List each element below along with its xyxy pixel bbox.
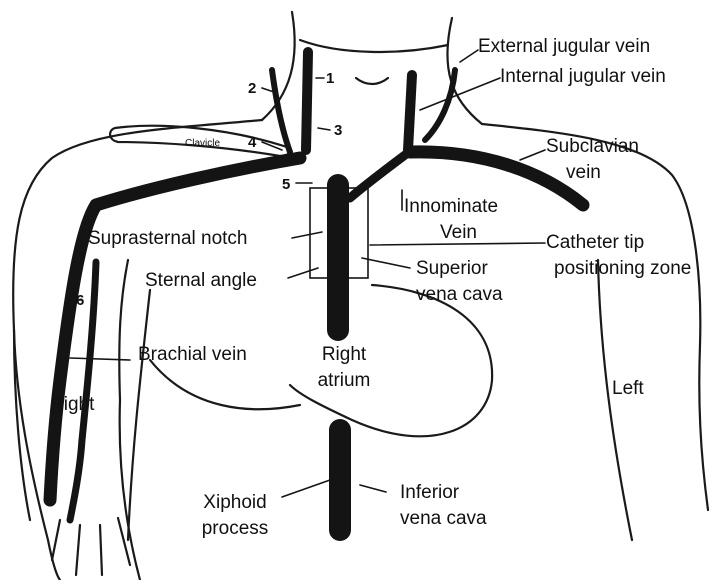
left-torso-side	[598, 260, 632, 540]
inferior-vena-cava-label-line2: vena cava	[400, 508, 487, 530]
subclavian-vein-label-line2: vein	[566, 162, 601, 184]
innominate-vein-label-line1: Innominate	[404, 196, 498, 218]
leader-internal-jugular	[420, 78, 500, 110]
right-side-label: Right	[50, 394, 94, 416]
chin-mark	[356, 78, 388, 84]
internal-jugular-vein-label: Internal jugular vein	[500, 66, 666, 88]
left-internal-jugular-vein	[408, 75, 412, 150]
right-internal-jugular-vein	[306, 52, 308, 150]
leader-xiphoid	[282, 480, 330, 497]
hand-finger-1	[52, 520, 60, 560]
xiphoid-process-label-line1: Xiphoid	[190, 492, 280, 514]
clavicle-label: Clavicle	[185, 138, 220, 150]
site-tick-3	[318, 128, 330, 130]
site-number-5: 5	[282, 176, 290, 193]
leader-brachial	[70, 358, 130, 360]
right-atrium-label-line1: Right	[318, 344, 370, 366]
external-jugular-vein-label: External jugular vein	[478, 36, 650, 58]
armpit-line	[119, 260, 128, 400]
hand-finger-3	[100, 525, 102, 575]
brachial-vein-label: Brachial vein	[138, 344, 247, 366]
right-subclavian-vein	[50, 158, 300, 500]
subclavian-vein-label-line1: Subclavian	[546, 136, 639, 158]
site-number-4: 4	[248, 134, 256, 151]
right-torso-side	[128, 290, 150, 540]
right-atrium-label-line2: atrium	[314, 370, 374, 392]
catheter-tip-zone-label-line2: positioning zone	[554, 258, 691, 280]
superior-vena-cava-label-line2: vena cava	[416, 284, 503, 306]
innominate-vein-label-line2: Vein	[440, 222, 477, 244]
suprasternal-notch-label: Suprasternal notch	[88, 228, 248, 250]
inferior-vena-cava-label-line1: Inferior	[400, 482, 459, 504]
jaw-line	[300, 40, 448, 52]
hand-finger-2	[76, 525, 80, 575]
left-side-label: Left	[612, 378, 644, 400]
leader-suprasternal	[292, 232, 322, 238]
leader-sternal-angle	[288, 268, 318, 278]
leader-superior-vena-cava	[362, 258, 410, 268]
site-number-1: 1	[326, 70, 334, 87]
site-number-2: 2	[248, 80, 256, 97]
superior-vena-cava-label-line1: Superior	[416, 258, 488, 280]
left-innominate-vein	[350, 155, 405, 198]
sternal-angle-label: Sternal angle	[145, 270, 257, 292]
leader-inferior-vena-cava	[360, 485, 386, 492]
catheter-tip-zone-label-line1: Catheter tip	[546, 232, 644, 254]
xiphoid-process-label-line2: process	[190, 518, 280, 540]
right-chest-curve	[150, 360, 300, 409]
site-number-3: 3	[334, 122, 342, 139]
leader-subclavian	[520, 150, 545, 160]
leader-external-jugular	[460, 50, 478, 62]
site-number-6: 6	[76, 292, 84, 309]
